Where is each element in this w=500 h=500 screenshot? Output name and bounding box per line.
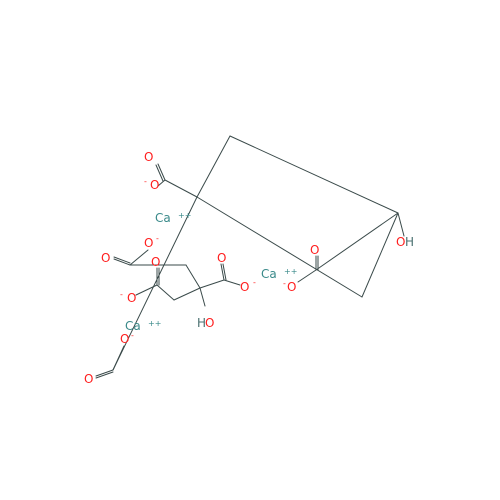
calcium-charge: ++ <box>148 319 161 328</box>
calcium-atom-label: Ca <box>155 211 171 225</box>
oxygen-atom-label: O <box>144 236 153 250</box>
hydroxyl-oxygen-label: O <box>205 316 214 330</box>
oxygen-atom-label: O <box>240 280 249 294</box>
negative-charge: - <box>120 290 123 299</box>
bond <box>222 263 227 281</box>
oxygen-atom-label: O <box>84 372 93 386</box>
bond <box>135 284 158 296</box>
oxygen-atom-label: O <box>151 255 160 269</box>
bond <box>199 287 206 307</box>
bond <box>113 256 131 264</box>
bond <box>297 269 317 283</box>
oxygen-atom-label: O <box>310 243 319 257</box>
oxygen-atom-label: O <box>150 178 159 192</box>
bond <box>164 179 198 198</box>
bond <box>196 135 231 198</box>
bond <box>185 264 201 289</box>
bond <box>196 196 363 298</box>
oxygen-atom-label: O <box>144 150 153 164</box>
oxygen-atom-label: O <box>287 280 296 294</box>
calcium-atom-label: Ca <box>125 319 141 333</box>
negative-charge: - <box>131 331 134 340</box>
bond <box>220 263 225 281</box>
bond <box>223 279 241 286</box>
calcium-charge: ++ <box>178 211 191 220</box>
hydroxyl-oxygen-label: O <box>396 235 405 249</box>
negative-charge: - <box>253 278 256 287</box>
bond <box>112 196 198 371</box>
oxygen-atom-label: O <box>120 332 129 346</box>
bond <box>157 179 166 187</box>
bond <box>112 345 125 371</box>
oxygen-atom-label: O <box>127 291 136 305</box>
negative-charge: - <box>156 234 159 243</box>
hydroxyl-hydrogen-label: H <box>405 235 414 249</box>
bond <box>95 371 114 379</box>
bond <box>229 135 399 214</box>
bond <box>199 279 225 289</box>
oxygen-atom-label: O <box>101 251 110 265</box>
bond-lines <box>95 135 405 379</box>
atom-labels: O O - Ca ++ Ca ++ Ca ++ O H O O - O - O … <box>84 150 414 386</box>
negative-charge: - <box>283 279 286 288</box>
bond <box>95 369 114 377</box>
oxygen-atom-label: O <box>217 251 226 265</box>
bond <box>361 212 399 298</box>
negative-charge: - <box>144 177 147 186</box>
bond <box>173 287 201 301</box>
bond <box>397 212 405 237</box>
bond <box>156 284 175 301</box>
bond <box>113 258 131 266</box>
bond <box>129 249 149 266</box>
hydroxyl-hydrogen-label: H <box>197 316 206 330</box>
bond <box>315 212 399 271</box>
bond <box>155 164 164 182</box>
calcium-charge: ++ <box>284 267 297 276</box>
calcium-atom-label: Ca <box>261 267 277 281</box>
bond <box>157 163 166 181</box>
